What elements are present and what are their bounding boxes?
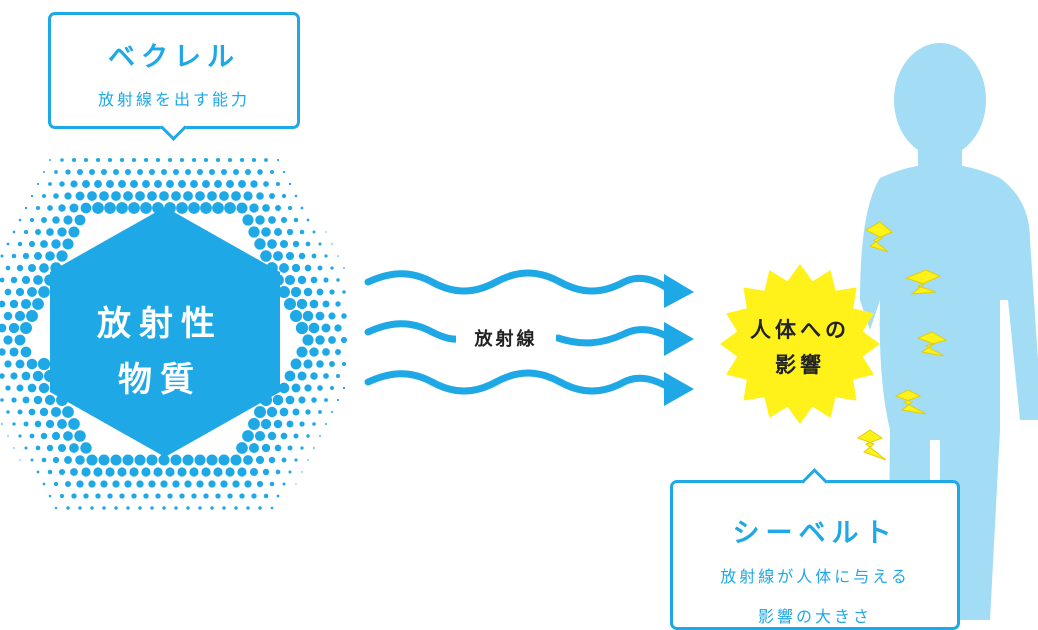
sievert-title: シーベルト — [732, 518, 898, 549]
sievert-description-line1: 放射線が人体に与える — [720, 567, 910, 586]
lightning-bolt-icon — [856, 221, 948, 461]
starburst-icon — [720, 264, 880, 424]
wavy-arrow-icon — [364, 269, 674, 395]
sievert-description-line2: 影響の大きさ — [757, 607, 872, 626]
becquerel-title: ベクレル — [108, 42, 240, 73]
becquerel-description: 放射線を出す能力 — [97, 90, 250, 109]
radiation-label: 放射線 — [456, 325, 556, 351]
becquerel-callout: ベクレル 放射線を出す能力 — [48, 12, 300, 129]
radioactive-substance-label: 放射性 物質 — [60, 296, 260, 408]
halftone-hexagon-icon — [0, 157, 348, 510]
effect-line1: 人体への — [750, 318, 850, 342]
substance-line2: 物質 — [118, 360, 202, 400]
effect-line2: 影響 — [775, 353, 825, 377]
substance-line1: 放射性 — [97, 304, 223, 344]
sievert-callout: シーベルト 放射線が人体に与える 影響の大きさ — [670, 480, 960, 630]
arrowhead-icon — [664, 274, 694, 406]
substance-hexagon — [50, 207, 280, 457]
human-effect-label: 人体への 影響 — [740, 313, 860, 383]
